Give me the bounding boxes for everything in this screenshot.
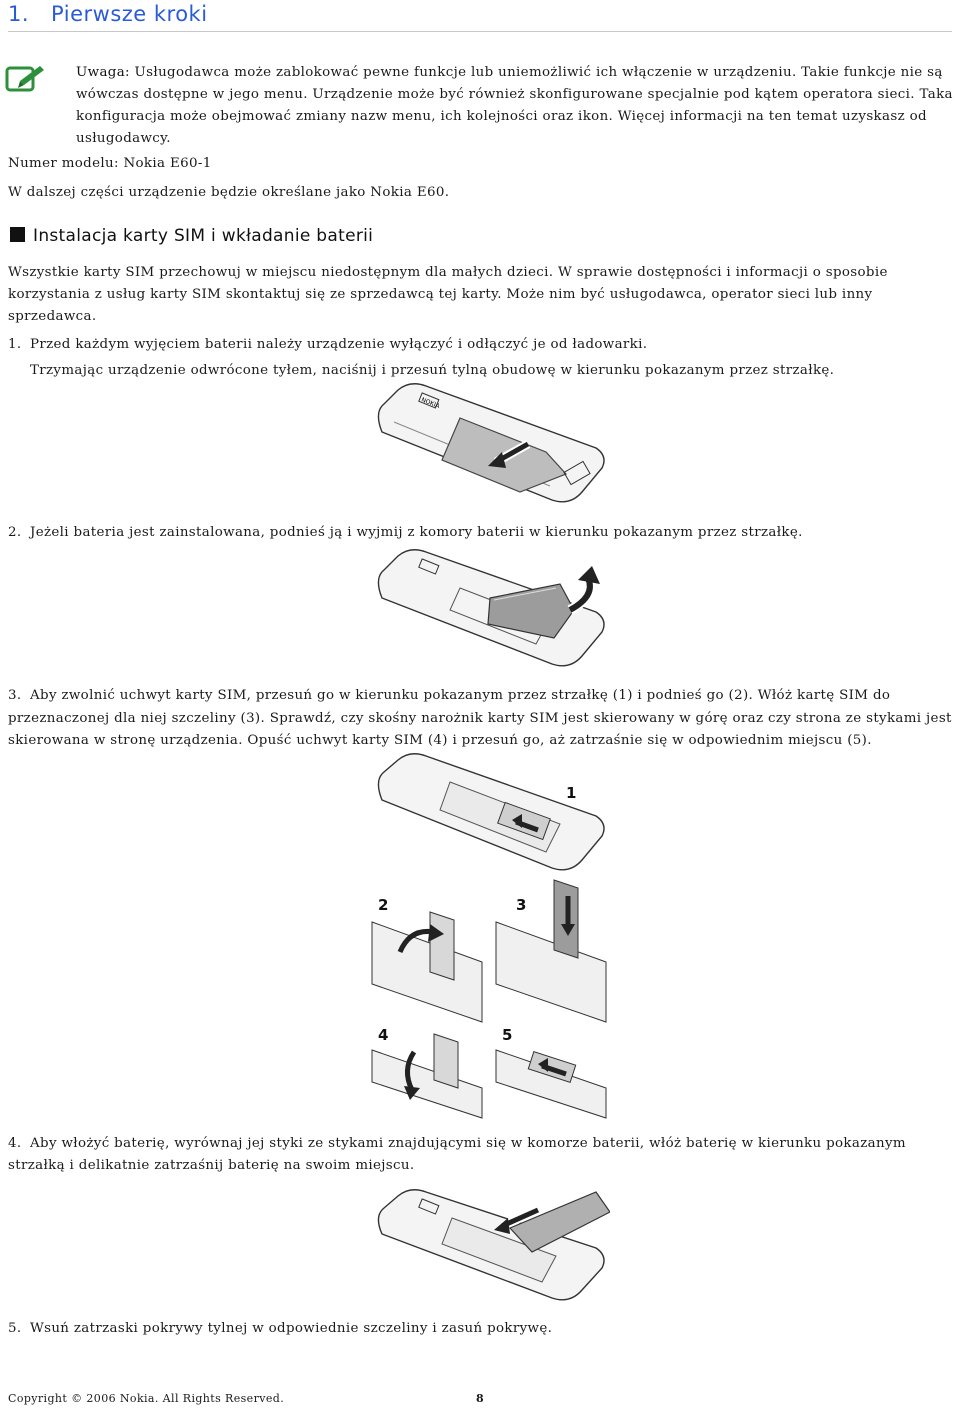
step-4: 4.Aby włożyć baterię, wyrównaj jej styki… xyxy=(8,1133,956,1177)
callout-2: 2 xyxy=(378,896,388,914)
step-number: 1. xyxy=(8,337,22,352)
page-number: 8 xyxy=(476,1392,484,1405)
step-text: Jeżeli bateria jest zainstalowana, podni… xyxy=(30,525,803,540)
step-number: 3. xyxy=(8,688,22,703)
callout-1: 1 xyxy=(566,784,576,802)
model-number: Numer modelu: Nokia E60-1 xyxy=(8,156,212,171)
step-text: Przed każdym wyjęciem baterii należy urz… xyxy=(30,337,648,352)
step-text: Wsuń zatrzaski pokrywy tylnej w odpowied… xyxy=(30,1321,553,1336)
callout-3: 3 xyxy=(516,896,526,914)
note-pencil-icon xyxy=(5,66,44,92)
section-title: Instalacja karty SIM i wkładanie baterii xyxy=(10,226,373,246)
step-number: 5. xyxy=(8,1321,22,1336)
section-bullet-icon xyxy=(10,227,25,242)
step-text: Aby włożyć baterię, wyrównaj jej styki z… xyxy=(8,1136,906,1173)
step-text: Aby zwolnić uchwyt karty SIM, przesuń go… xyxy=(8,688,952,748)
chapter-title-text: Pierwsze kroki xyxy=(51,2,208,26)
header-rule xyxy=(8,31,952,32)
device-name-line: W dalszej części urządzenie będzie okreś… xyxy=(8,185,450,200)
step-number: 2. xyxy=(8,525,22,540)
note-label: Uwaga: xyxy=(76,65,130,80)
callout-4: 4 xyxy=(378,1026,388,1044)
section-title-text: Instalacja karty SIM i wkładanie baterii xyxy=(33,226,374,246)
illustration-sim-sequence: 1 2 3 4 5 xyxy=(370,752,610,1122)
chapter-title: 1. Pierwsze kroki xyxy=(8,2,208,26)
illustration-remove-battery xyxy=(370,548,610,672)
step-number: 4. xyxy=(8,1136,22,1151)
section-intro: Wszystkie karty SIM przechowuj w miejscu… xyxy=(8,265,888,324)
note-text: Usługodawca może zablokować pewne funkcj… xyxy=(76,65,953,146)
step-1-subtext: Trzymając urządzenie odwrócone tyłem, na… xyxy=(30,363,835,378)
step-3: 3.Aby zwolnić uchwyt karty SIM, przesuń … xyxy=(8,685,956,753)
step-5: 5. Wsuń zatrzaski pokrywy tylnej w odpowi… xyxy=(8,1318,956,1340)
chapter-number: 1. xyxy=(8,2,30,26)
footer-copyright: Copyright © 2006 Nokia. All Rights Reser… xyxy=(8,1392,285,1405)
step-1: 1. Przed każdym wyjęciem baterii należy u… xyxy=(8,334,956,356)
note-paragraph: Uwaga: Usługodawca może zablokować pewne… xyxy=(76,62,956,150)
illustration-insert-battery xyxy=(370,1188,610,1308)
step-2: 2. Jeżeli bateria jest zainstalowana, pod… xyxy=(8,522,956,544)
callout-5: 5 xyxy=(502,1026,512,1044)
illustration-remove-cover: NOKIA xyxy=(370,382,610,510)
